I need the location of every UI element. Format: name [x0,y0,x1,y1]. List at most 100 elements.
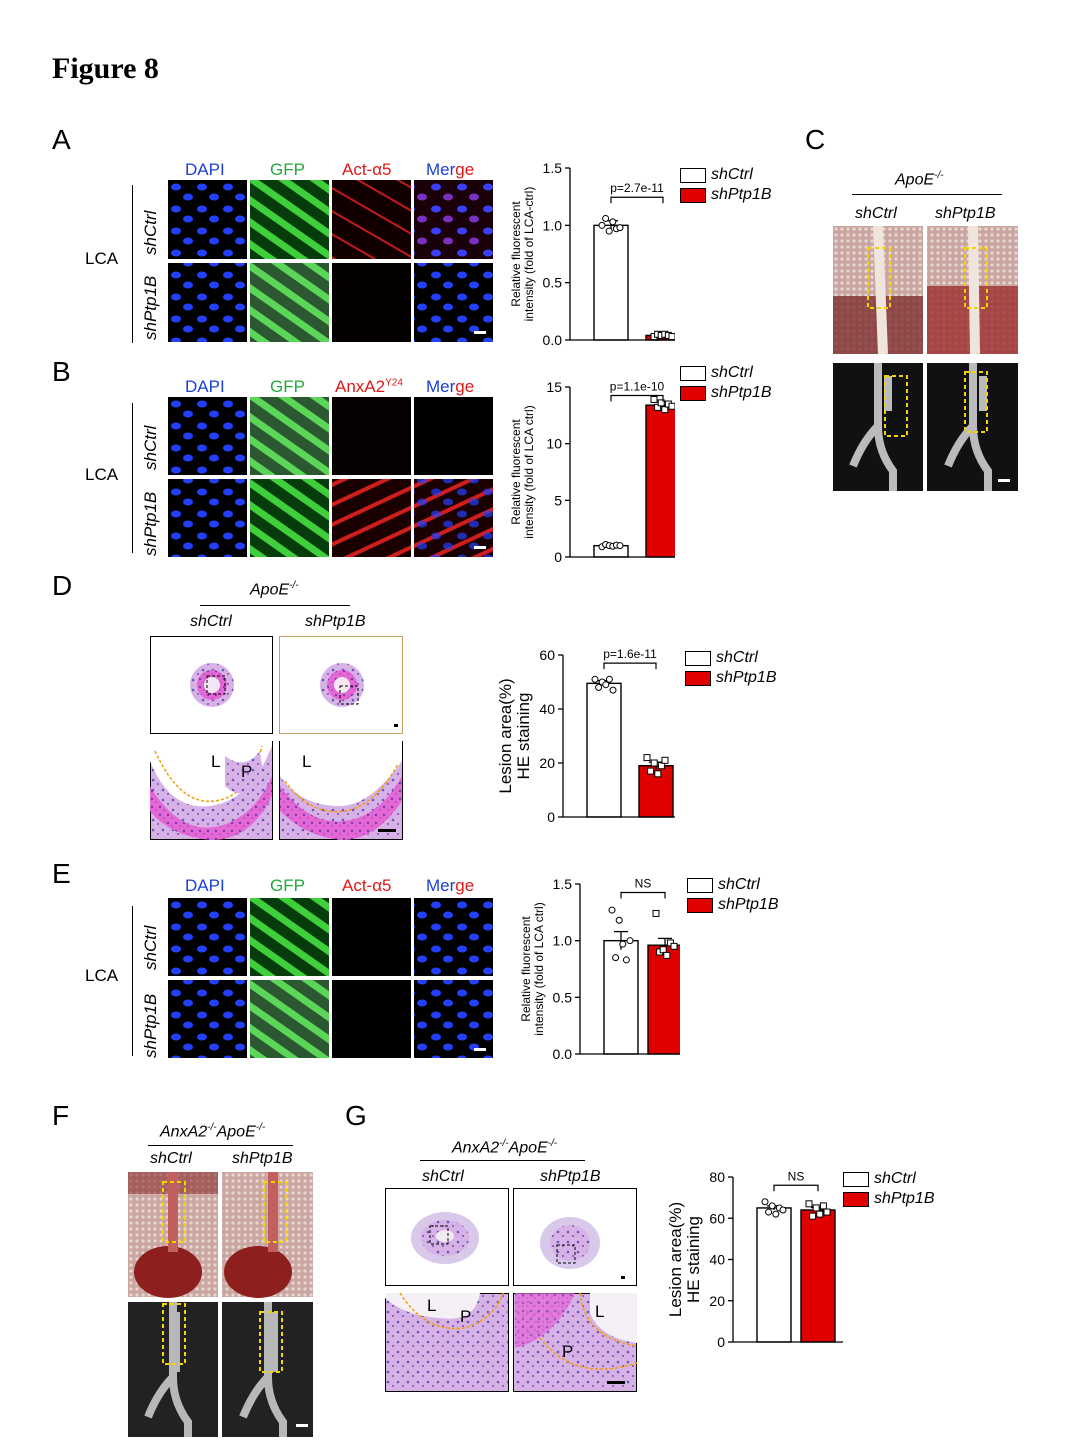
figure-title: Figure 8 [52,52,159,85]
panel-c-aorta-photos [833,226,1018,491]
data-point [772,1210,780,1218]
y-axis-label: Relative fluorescent [509,419,523,525]
y-axis-label: Relative fluorescent [509,201,523,307]
group-underline [852,194,1002,195]
y-tick-label: 0.5 [553,989,573,1005]
panel-g-he-sections [385,1188,638,1392]
data-point [609,218,617,226]
col-label-shctrl: shCtrl [150,1150,192,1167]
panel-label-c: C [805,124,826,155]
p-value-label: p=1.1e-10 [610,380,665,394]
data-point [622,956,630,964]
y-tick-label: 5 [554,492,562,508]
panel-d-he-sections [150,636,403,841]
y-axis-label-2: HE staining [514,693,533,780]
data-point [602,681,610,689]
panel-label-a: A [52,124,71,155]
significance-bracket [610,196,664,204]
row-label-shptp1b: shPtp1B [141,491,160,556]
bar-shptp1b [645,404,675,558]
group-label-apoe: ApoE-/- [895,170,944,189]
group-label-anxa2-apoe: AnxA2-/-ApoE-/- [452,1138,558,1157]
data-point [765,1208,773,1216]
col-label-shctrl: shCtrl [855,205,897,222]
row-label-shctrl: shCtrl [141,210,160,255]
y-tick-label: 20 [709,1293,725,1309]
panel-label-f: F [52,1100,70,1131]
data-point [619,940,627,948]
y-tick-label: 40 [539,701,555,717]
channel-dapi: DAPI [185,160,225,179]
y-axis-label-2: intensity (fold of LCA ctrl) [532,902,546,1035]
row-bracket [132,185,133,343]
y-tick-label: 80 [709,1169,725,1185]
row-bracket [132,906,133,1056]
channel-dapi: DAPI [185,377,225,396]
channel-merge: Merge [426,160,475,179]
channel-gfp: GFP [270,160,305,179]
y-tick-label: 1.0 [553,933,573,949]
data-point [605,227,613,235]
data-point [661,756,669,764]
legend-e: shCtrl shPtp1B [687,875,778,915]
plaque-label: P [241,762,253,781]
channel-act: Act-α5 [342,160,392,179]
data-point [626,937,634,945]
col-label-shptp1b: shPtp1B [540,1168,601,1185]
y-axis-label-2: HE staining [684,1216,703,1303]
legend-a: shCtrl shPtp1B [680,165,771,205]
data-point [768,1202,776,1210]
y-tick-label: 20 [539,755,555,771]
col-label-shptp1b: shPtp1B [232,1150,293,1167]
bar-shctrl [593,224,629,341]
data-point [779,1206,787,1214]
bar-shctrl [756,1207,792,1343]
group-underline [148,1145,293,1146]
legend-d: shCtrl shPtp1B [685,648,776,688]
y-tick-label: 0 [547,809,555,825]
channel-gfp: GFP [270,377,305,396]
significance-bracket [603,662,657,670]
y-tick-label: 10 [546,436,562,452]
legend-b: shCtrl shPtp1B [680,363,771,403]
panel-b-micrographs [168,397,493,557]
panel-label-e: E [52,858,71,889]
panel-label-g: G [345,1100,367,1131]
y-tick-label: 15 [546,379,562,395]
channel-act: Act-α5 [342,876,392,895]
data-point [816,1210,824,1218]
y-axis-label: Lesion area(%) [666,1202,685,1317]
bar-shctrl [603,939,639,1055]
channel-dapi: DAPI [185,876,225,895]
group-label-apoe: ApoE-/- [250,580,299,599]
legend-g: shCtrl shPtp1B [843,1169,934,1209]
y-axis-label: Lesion area(%) [496,678,515,793]
group-label-anxa2-apoe: AnxA2-/-ApoE-/- [160,1122,266,1141]
row-group-label: LCA [85,465,119,484]
bar-shptp1b [647,944,680,1055]
y-axis-label-2: intensity (fold of LCA-ctrl) [522,187,536,322]
data-point [659,946,667,954]
data-point [605,675,613,683]
channel-gfp: GFP [270,876,305,895]
y-axis-label: Relative fluorescent [519,916,533,1022]
y-tick-label: 0 [554,549,562,565]
data-point [608,906,616,914]
y-axis-label-2: intensity (fold of LCA ctrl) [522,405,536,538]
y-tick-label: 1.5 [543,160,563,176]
panel-f-aorta-photos [128,1172,313,1437]
row-group-label: LCA [85,249,119,268]
group-underline [200,605,350,606]
data-point [654,403,662,411]
y-tick-label: 60 [539,647,555,663]
data-point [668,333,675,341]
data-point [670,942,678,950]
data-point [609,686,617,694]
data-point [612,954,620,962]
group-underline [420,1160,585,1161]
row-bracket [132,403,133,553]
